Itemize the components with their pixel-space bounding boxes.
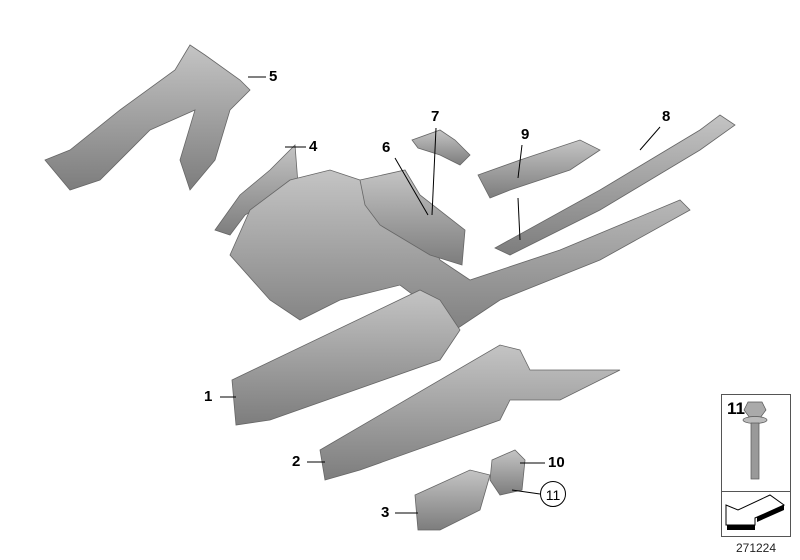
part-1[interactable]	[231, 289, 461, 426]
legend-part-number: 11	[727, 399, 745, 418]
legend-box: 11	[721, 394, 791, 537]
legend-divider	[722, 491, 790, 492]
part-1-upper[interactable]	[229, 169, 691, 341]
callout-5: 5	[269, 68, 278, 85]
callout-4: 4	[309, 138, 318, 155]
callout-10: 10	[548, 454, 565, 471]
callout-11-circled: 11	[540, 481, 566, 507]
part-5[interactable]	[44, 44, 251, 191]
part-6[interactable]	[359, 169, 466, 266]
callout-8: 8	[662, 108, 671, 125]
callout-9: 9	[521, 126, 530, 143]
part-10[interactable]	[489, 449, 526, 496]
callout-7: 7	[431, 108, 440, 125]
document-number: 271224	[735, 541, 777, 555]
callout-1: 1	[204, 388, 213, 405]
part-2[interactable]	[319, 344, 621, 481]
callout-2: 2	[292, 453, 301, 470]
part-8[interactable]	[494, 114, 736, 256]
callout-6: 6	[382, 139, 391, 156]
bolt-icon	[742, 401, 768, 480]
arrow-icon	[725, 494, 785, 530]
part-9[interactable]	[477, 139, 601, 199]
callout-3: 3	[381, 504, 390, 521]
part-7[interactable]	[411, 129, 471, 166]
part-3[interactable]	[414, 469, 491, 531]
